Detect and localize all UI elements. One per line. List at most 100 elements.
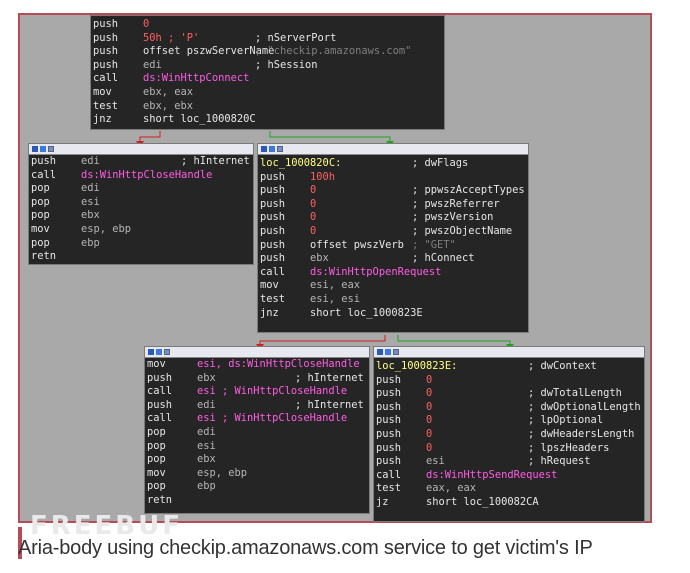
asm-operand: edi — [81, 155, 100, 167]
asm-operand: esi ; WinHttpCloseHandle — [197, 412, 348, 425]
asm-mnemonic: push — [376, 441, 402, 454]
graph-node-icon — [261, 146, 267, 152]
asm-line[interactable]: retn — [31, 250, 251, 264]
block-header — [258, 144, 528, 155]
asm-mnemonic: pop — [147, 480, 166, 493]
asm-operand: esi, esi — [310, 292, 361, 305]
asm-operand: esp, ebp — [197, 466, 248, 479]
asm-line[interactable]: pop ebp — [31, 237, 251, 251]
asm-mnemonic: mov — [93, 85, 112, 98]
asm-mnemonic: test — [93, 99, 119, 112]
asm-mnemonic: push — [93, 18, 119, 30]
asm-mnemonic: push — [376, 427, 402, 440]
asm-comment: ; hInternet — [295, 398, 364, 411]
asm-operand: edi — [197, 425, 216, 438]
asm-mnemonic: push — [260, 170, 286, 183]
asm-mnemonic: pop — [31, 236, 50, 249]
asm-mnemonic: jnz — [260, 306, 279, 319]
asm-operand: 50h ; 'P' — [143, 31, 200, 44]
edge-true-top-to-middle — [269, 131, 391, 144]
asm-line[interactable]: mov esp, ebp — [147, 467, 367, 481]
asm-operand: esi — [426, 455, 445, 468]
asm-comment: ; dwOptionalLength — [528, 400, 641, 413]
asm-line[interactable]: call ds:WinHttpConnect — [93, 72, 442, 86]
asm-operand: edi — [81, 182, 100, 195]
block-label-comment: ; dwFlags — [412, 157, 469, 169]
asm-operand: ds:WinHttpConnect — [143, 72, 250, 85]
asm-mnemonic: push — [93, 31, 119, 44]
asm-comment: ; "GET" — [412, 238, 456, 251]
asm-line[interactable]: call esi ; WinHttpCloseHandle — [147, 412, 367, 426]
asm-operand: ds:WinHttpSendRequest — [426, 468, 558, 481]
asm-mnemonic: call — [260, 265, 286, 278]
asm-mnemonic: push — [260, 224, 286, 237]
edge-false-top-to-left — [139, 131, 161, 144]
asm-operand: ebp — [81, 236, 100, 249]
watermark-logo: FREEBUF — [30, 511, 183, 541]
asm-comment: ; hInternet — [295, 371, 364, 384]
asm-mnemonic: retn — [31, 250, 57, 263]
asm-mnemonic: call — [93, 72, 119, 85]
color-icon — [156, 349, 162, 355]
color-icon — [40, 146, 46, 152]
asm-mnemonic: call — [147, 412, 173, 425]
asm-mnemonic: mov — [147, 466, 166, 479]
asm-operand: ebx — [197, 453, 216, 466]
asm-comment: ; pwszObjectName — [412, 224, 513, 237]
asm-operand: 0 — [426, 414, 433, 427]
color-icon — [269, 146, 275, 152]
asm-line[interactable]: retn — [147, 494, 367, 508]
